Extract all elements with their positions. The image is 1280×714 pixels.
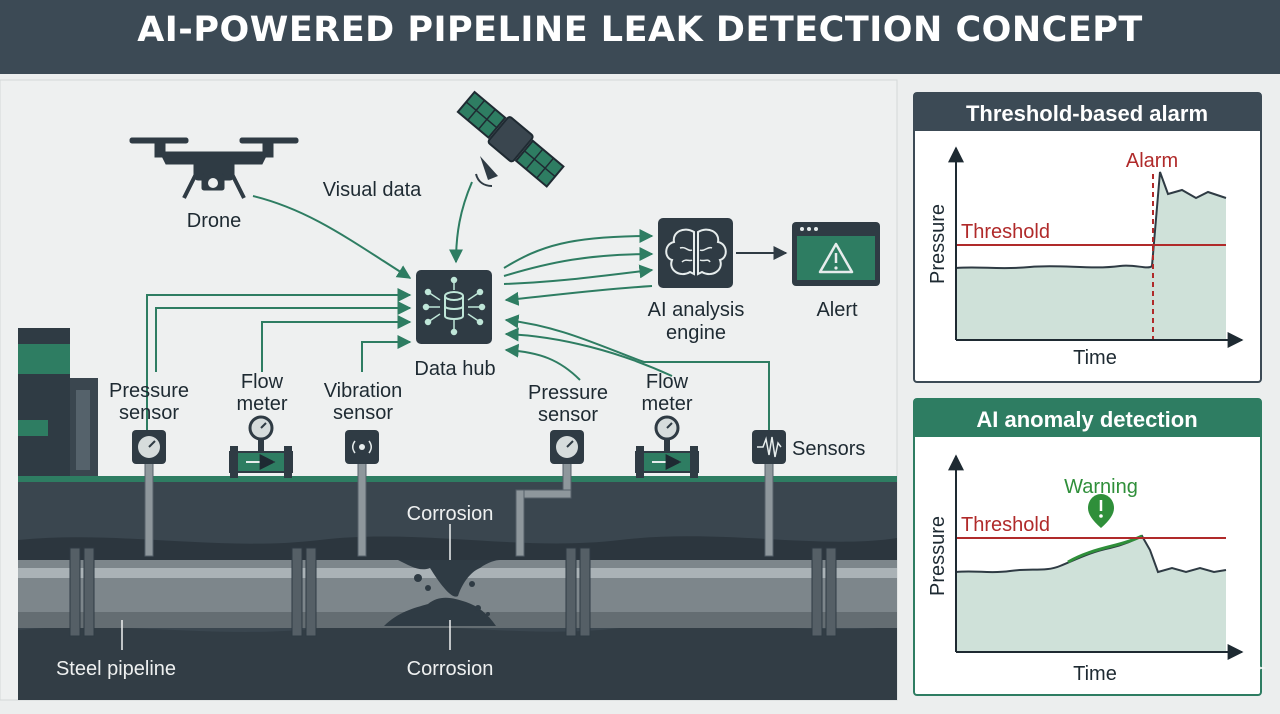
- pressure-gauge-icon: [550, 430, 584, 464]
- vibration-sensor-label-line2: sensor: [333, 402, 393, 424]
- threshold-y-label: Pressure: [927, 204, 949, 284]
- satellite-icon: [456, 90, 565, 188]
- ai-brain-icon: [658, 218, 733, 288]
- visual-data-label: Visual data: [323, 179, 422, 201]
- data-hub-label: Data hub: [414, 358, 495, 380]
- drone-icon: [129, 137, 299, 199]
- flow-meter-left-label-line1: Flow: [241, 371, 284, 393]
- anomaly-panel-title: AI anomaly detection: [976, 407, 1197, 432]
- threshold-x-label: Time: [1073, 347, 1117, 369]
- pressure-sensor-right-label-line1: Pressure: [528, 382, 608, 404]
- anomaly-x-label: Time: [1073, 663, 1117, 685]
- ai-anomaly-panel: AI anomaly detection Threshold Warning T…: [913, 398, 1262, 696]
- sensor-poles: [144, 459, 774, 557]
- flow-meter-left-label-line2: meter: [236, 393, 287, 415]
- threshold-label: Threshold: [961, 221, 1050, 243]
- threshold-panel-title: Threshold-based alarm: [966, 101, 1208, 126]
- title-bar: [0, 0, 1280, 74]
- ai-engine-label-line2: engine: [666, 322, 726, 344]
- flow-meter-icon: [229, 415, 293, 478]
- sensor-data-arrows: [146, 181, 770, 432]
- pressure-sensor-left-label-line1: Pressure: [109, 380, 189, 402]
- threshold-alarm-panel: Threshold-based alarm Threshold Alarm Ti…: [913, 92, 1262, 383]
- data-hub-icon: [416, 270, 492, 344]
- vibration-sensor-icon: [345, 430, 379, 464]
- drone-label: Drone: [187, 210, 241, 232]
- waveform-sensor-icon: [752, 430, 786, 464]
- corrosion-damage: [384, 560, 500, 626]
- alert-monitor-icon: [792, 222, 880, 286]
- threshold-area: [956, 172, 1226, 340]
- sensors-label: Sensors: [792, 438, 865, 460]
- page-title: AI-POWERED PIPELINE LEAK DETECTION CONCE…: [137, 10, 1143, 50]
- pressure-gauge-icon: [132, 430, 166, 464]
- anomaly-y-label: Pressure: [927, 516, 949, 596]
- threshold-pressure-line: [955, 171, 1227, 270]
- steel-pipeline-label: Steel pipeline: [56, 658, 176, 680]
- alert-label: Alert: [816, 299, 858, 321]
- sparkle-icon: [1230, 650, 1266, 686]
- corrosion-top-label: Corrosion: [407, 503, 494, 525]
- alarm-label: Alarm: [1126, 150, 1178, 172]
- warning-icon: [1088, 494, 1114, 528]
- grass-strip: [18, 476, 897, 482]
- vibration-sensor-label-line1: Vibration: [324, 380, 403, 402]
- flow-meter-icon: [635, 415, 699, 478]
- pressure-sensor-right-label-line2: sensor: [538, 404, 598, 426]
- facility-building: [18, 328, 98, 478]
- anomaly-highlight-trend: [1067, 534, 1143, 564]
- flow-meter-right-label-line1: Flow: [646, 371, 689, 393]
- flow-meter-right-label-line2: meter: [641, 393, 692, 415]
- warning-label: Warning: [1064, 476, 1138, 498]
- anomaly-area: [956, 536, 1226, 652]
- anomaly-threshold-label: Threshold: [961, 514, 1050, 536]
- soil-layer: [18, 536, 897, 560]
- ai-engine-label-line1: AI analysis: [648, 299, 745, 321]
- pipe-flanges: [69, 547, 837, 637]
- soil-layer-lower: [18, 624, 897, 700]
- pressure-sensor-left-label-line2: sensor: [119, 402, 179, 424]
- corrosion-bottom-label: Corrosion: [407, 658, 494, 680]
